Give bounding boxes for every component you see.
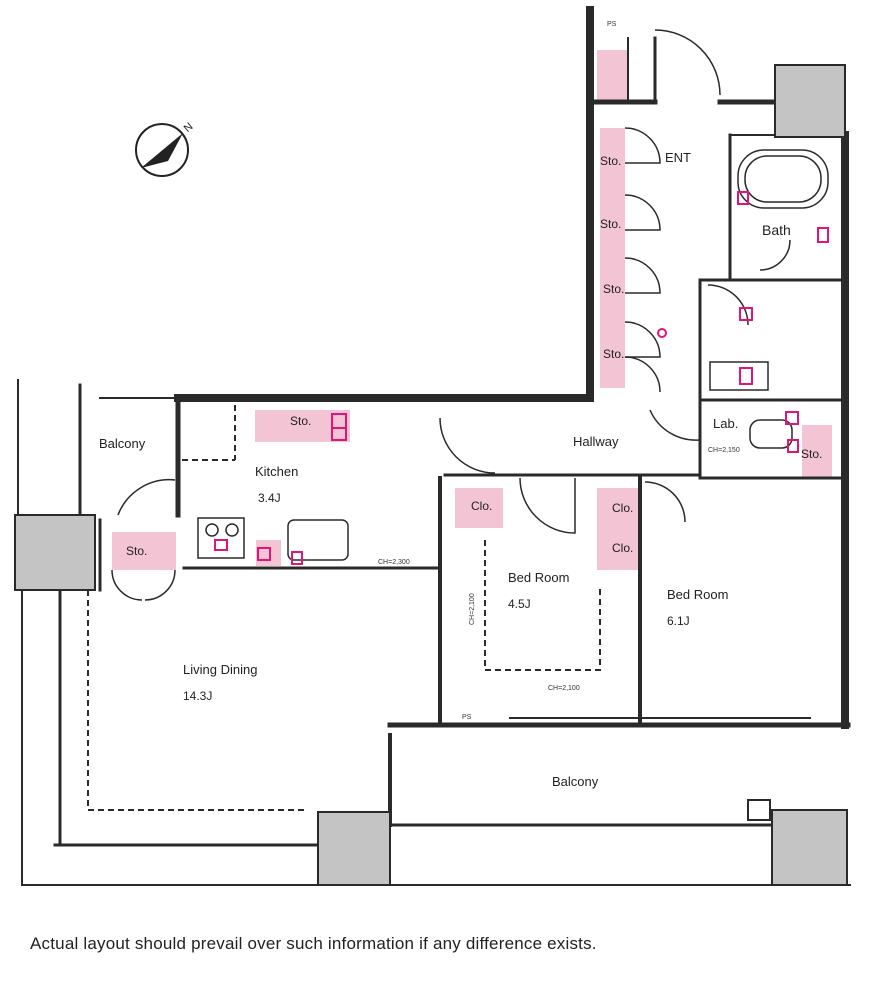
door-swings	[111, 29, 791, 601]
sto-label-4: Sto.	[603, 347, 624, 361]
clo-label-2: Clo.	[612, 501, 633, 515]
sto-label-living: Sto.	[126, 544, 147, 558]
walls	[17, 6, 851, 886]
lab-label: Lab.	[713, 416, 738, 431]
floor-plan: N	[14, 6, 851, 886]
living-size: 14.3J	[183, 689, 212, 703]
equipment-marks	[214, 191, 829, 821]
hallway-label: Hallway	[573, 434, 619, 449]
storage-fills	[112, 50, 832, 570]
storage-labels: Sto. Sto. Sto. Sto. Sto. Sto. Sto. Clo. …	[126, 154, 822, 558]
living-label: Living Dining	[183, 662, 257, 677]
sto-label-kitchen: Sto.	[290, 414, 311, 428]
clo-label-3: Clo.	[612, 541, 633, 555]
sto-label-3: Sto.	[603, 282, 624, 296]
structural-columns	[14, 64, 848, 886]
kitchen-label: Kitchen	[255, 464, 298, 479]
compass-icon: N	[135, 121, 196, 177]
compass-north-label: N	[182, 121, 196, 135]
balcony-left-label: Balcony	[99, 436, 146, 451]
bedroom2-size: 6.1J	[667, 614, 690, 628]
balcony-bottom-label: Balcony	[552, 774, 599, 789]
bedroom1-label: Bed Room	[508, 570, 569, 585]
ent-label: ENT	[665, 150, 691, 165]
bath-label: Bath	[762, 222, 791, 238]
ps-label-top: PS	[607, 21, 617, 28]
ch-lab: CH=2,150	[708, 447, 740, 454]
sto-label-lab: Sto.	[801, 447, 822, 461]
sto-label-2: Sto.	[600, 217, 621, 231]
ps-label-bottom: PS	[462, 714, 472, 721]
ch-living: CH=2,300	[378, 559, 410, 566]
fixtures	[197, 149, 829, 561]
ch-vertical: CH=2,100	[469, 593, 476, 625]
sto-label-1: Sto.	[600, 154, 621, 168]
disclaimer-text: Actual layout should prevail over such i…	[30, 934, 597, 953]
bedroom2-label: Bed Room	[667, 587, 728, 602]
kitchen-size: 3.4J	[258, 491, 281, 505]
annotations: PS PS CH=2,300 CH=2,100 CH=2,150 CH=2,10…	[378, 21, 740, 721]
room-labels: ENT Bath Hallway Lab. Kitchen 3.4J Livin…	[99, 150, 791, 789]
dashed-boundaries	[87, 405, 601, 811]
bedroom1-size: 4.5J	[508, 597, 531, 611]
clo-label-1: Clo.	[471, 499, 492, 513]
ch-bed: CH=2,100	[548, 685, 580, 692]
